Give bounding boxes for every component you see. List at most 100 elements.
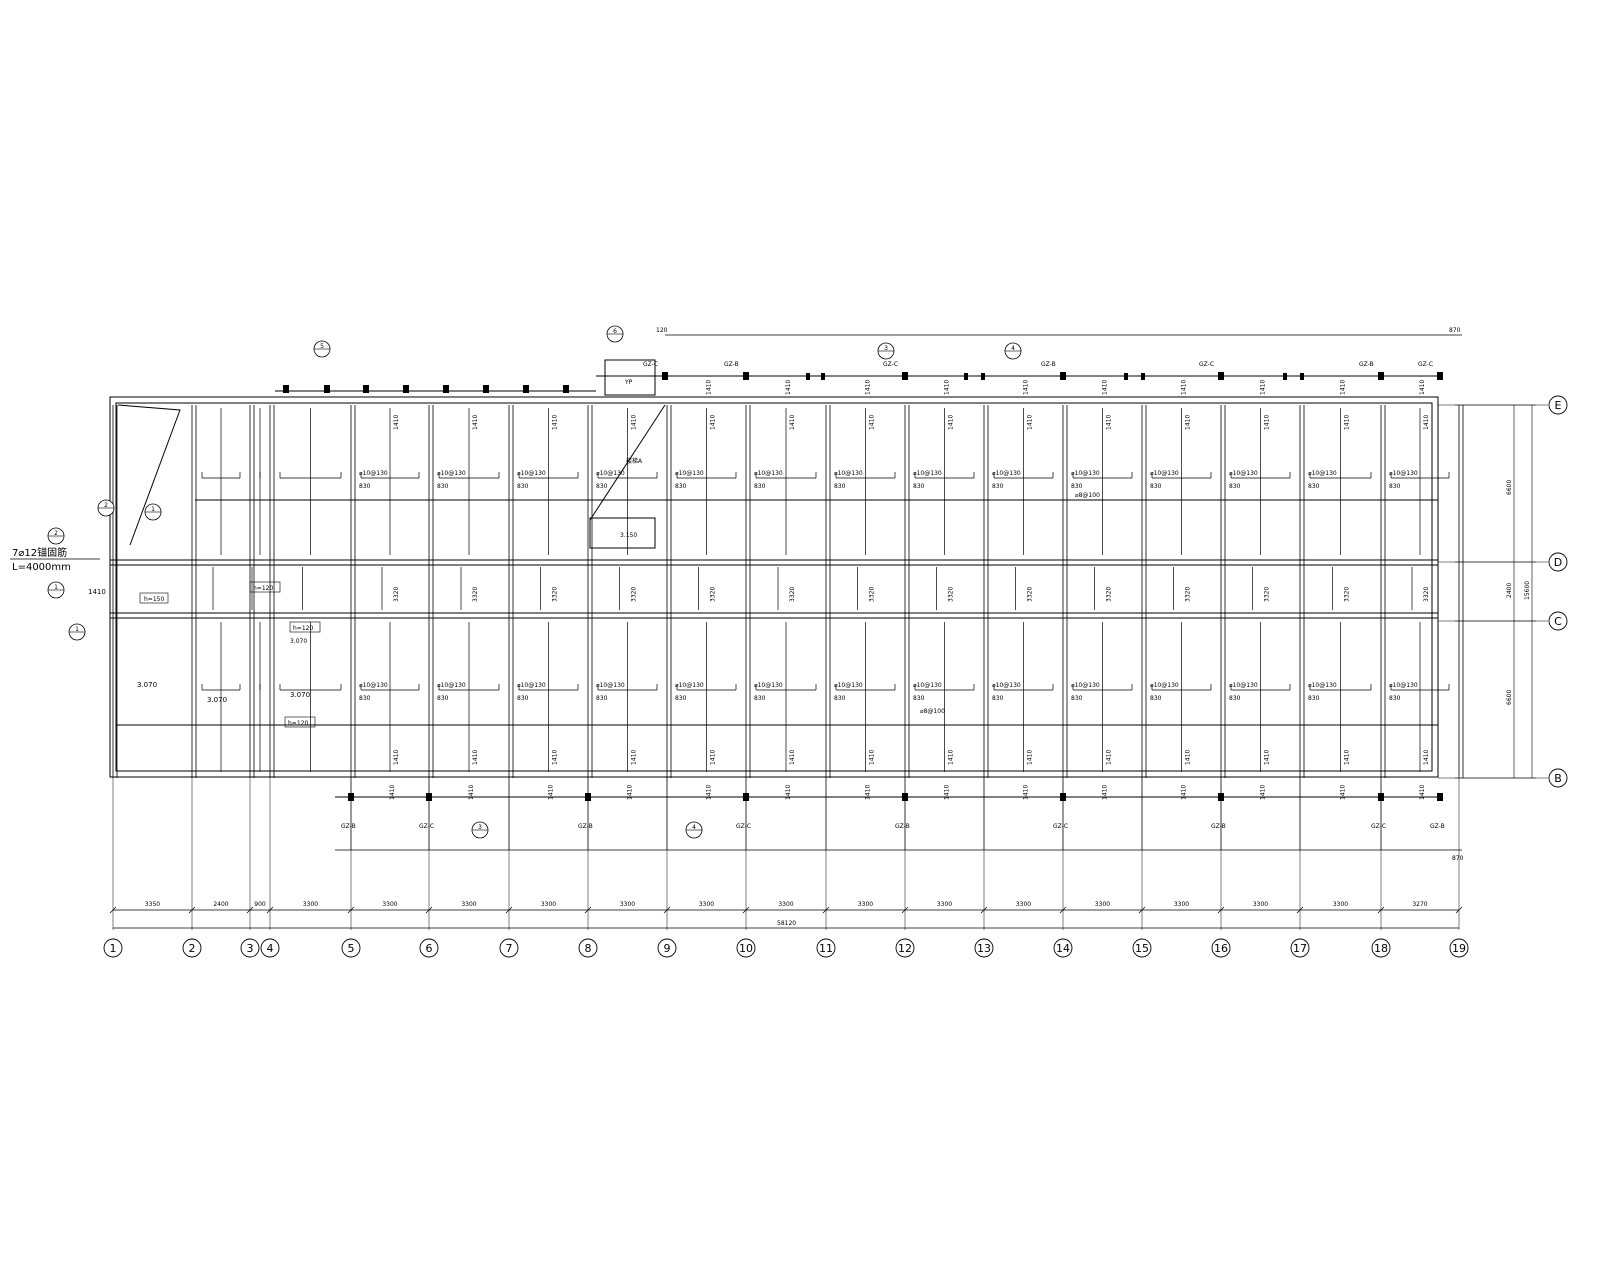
axis-label-10: 10	[739, 942, 753, 955]
gz-pair-top-0	[806, 373, 810, 380]
rebar-label-top-12: ⌀10@130	[992, 470, 1021, 477]
axis-label-3: 3	[247, 942, 254, 955]
gz-label-bot-3: GZ-C	[736, 823, 751, 830]
rebar-label-top-13: ⌀10@130	[1071, 470, 1100, 477]
gz-left-top-0	[283, 385, 289, 393]
corr-dim-7: 3320	[631, 587, 638, 602]
top-note: ⌀8@100	[1075, 492, 1100, 499]
axis-bubble-10	[736, 938, 756, 958]
gz-pair-top-4	[1124, 373, 1128, 380]
balcony-top-1410-17: 1410	[1419, 380, 1426, 395]
gz-col-bot-7	[1378, 793, 1384, 801]
axis-bubble-16	[1211, 938, 1231, 958]
len-label-bot-14: 830	[1150, 695, 1162, 702]
stair-label: 楼梯A	[626, 457, 643, 465]
len-1410-top-15: 1410	[1264, 415, 1271, 430]
len-label-top-6: 830	[517, 483, 529, 490]
axis-bubble-4	[260, 938, 280, 958]
len-1410-top-11: 1410	[948, 415, 955, 430]
gz-col-bot-3	[743, 793, 749, 801]
dim-tick-14	[1059, 906, 1067, 914]
axis-bubble-2	[182, 938, 202, 958]
bay-dim-4: 3300	[303, 901, 318, 908]
slab-thickness-box-4	[284, 716, 316, 728]
elevation-3070-a: 3.070	[137, 681, 157, 689]
section-mark-label-10: 4	[692, 824, 696, 831]
len-1410-bot-4: 1410	[393, 750, 400, 765]
rebar-label-bot-7: ⌀10@130	[596, 682, 625, 689]
bay-dim-8: 3300	[620, 901, 635, 908]
len-label-bot-12: 830	[992, 695, 1004, 702]
len-label-bot-13: 830	[1071, 695, 1083, 702]
axis-label-4: 4	[267, 942, 274, 955]
rebar-label-bot-12: ⌀10@130	[992, 682, 1021, 689]
rebar-label-bot-11: ⌀10@130	[913, 682, 942, 689]
rebar-label-top-16: ⌀10@130	[1308, 470, 1337, 477]
yp-label: YP	[624, 379, 633, 386]
axis-label-C: C	[1554, 615, 1562, 628]
rebar-label-top-9: ⌀10@130	[754, 470, 783, 477]
axis-label-2: 2	[189, 942, 196, 955]
corr-dim-15: 3320	[1264, 587, 1271, 602]
balcony-top-1410-12: 1410	[1023, 380, 1030, 395]
corr-dim-6: 3320	[552, 587, 559, 602]
len-1410-bot-6: 1410	[552, 750, 559, 765]
dim-tick-16	[1217, 906, 1225, 914]
bay-dim-2: 2400	[213, 901, 228, 908]
len-1410-top-14: 1410	[1185, 415, 1192, 430]
len-1410-top-9: 1410	[789, 415, 796, 430]
dim-tick-17	[1296, 906, 1304, 914]
dim-tick-15	[1138, 906, 1146, 914]
balcony-top-1410-10: 1410	[865, 380, 872, 395]
len-label-bot-11: 830	[913, 695, 925, 702]
outer-wall	[109, 396, 1439, 778]
corr-dim-14: 3320	[1185, 587, 1192, 602]
len-label-top-12: 830	[992, 483, 1004, 490]
gz-pair-top-6	[1283, 373, 1287, 380]
len-1410-top-4: 1410	[393, 415, 400, 430]
gz-label-top-6: GZ-C	[1418, 361, 1433, 368]
balcony-bot-1410-11: 1410	[944, 785, 951, 800]
len-label-bot-10: 830	[834, 695, 846, 702]
right-dims: 6600 2400 6600 15600	[1455, 404, 1536, 779]
bay-dim-16: 3300	[1253, 901, 1268, 908]
len-label-bot-9: 830	[754, 695, 766, 702]
axis-label-18: 18	[1374, 942, 1388, 955]
section-mark-label-1: 5	[320, 343, 324, 350]
len-label-top-7: 830	[596, 483, 608, 490]
len-label-top-15: 830	[1229, 483, 1241, 490]
gz-col-top-4	[1218, 372, 1224, 380]
axis-bubble-C	[1548, 611, 1568, 631]
rebar-label-top-10: ⌀10@130	[834, 470, 863, 477]
corr-dim-16: 3320	[1344, 587, 1351, 602]
slab-thickness-120a: h=120	[253, 585, 273, 592]
gz-label-top-5: GZ-B	[1359, 361, 1374, 368]
corr-dim-8: 3320	[710, 587, 717, 602]
len-1410-top-8: 1410	[710, 415, 717, 430]
gz-col-bot-8	[1437, 793, 1443, 801]
dim-tick-18	[1377, 906, 1385, 914]
balcony-bot-1410-10: 1410	[865, 785, 872, 800]
len-label-bot-4: 830	[359, 695, 371, 702]
gz-left-top-6	[523, 385, 529, 393]
len-1410-top-17: 1410	[1423, 415, 1430, 430]
gz-left-top-7	[563, 385, 569, 393]
axis-bubble-3	[240, 938, 260, 958]
axis-label-E: E	[1555, 399, 1562, 412]
axis-label-14: 14	[1056, 942, 1070, 955]
overall-length: 58120	[777, 920, 796, 927]
bottom-note: ⌀8@100	[920, 708, 945, 715]
section-mark-label-5: 2	[104, 502, 108, 509]
axis-bubble-E	[1548, 395, 1568, 415]
dim-tick-13	[980, 906, 988, 914]
callouts: 7⌀12锚固筋 L=4000mm 1410 h=150 h=120 h=120 …	[10, 379, 643, 728]
balcony-top-1410-14: 1410	[1181, 380, 1188, 395]
bay-dim-10: 3300	[778, 901, 793, 908]
balcony-top-1410-8: 1410	[706, 380, 713, 395]
len-label-bot-6: 830	[517, 695, 529, 702]
rebar-label-bot-14: ⌀10@130	[1150, 682, 1179, 689]
axis-label-17: 17	[1293, 942, 1307, 955]
balcony-bot-1410-17: 1410	[1419, 785, 1426, 800]
